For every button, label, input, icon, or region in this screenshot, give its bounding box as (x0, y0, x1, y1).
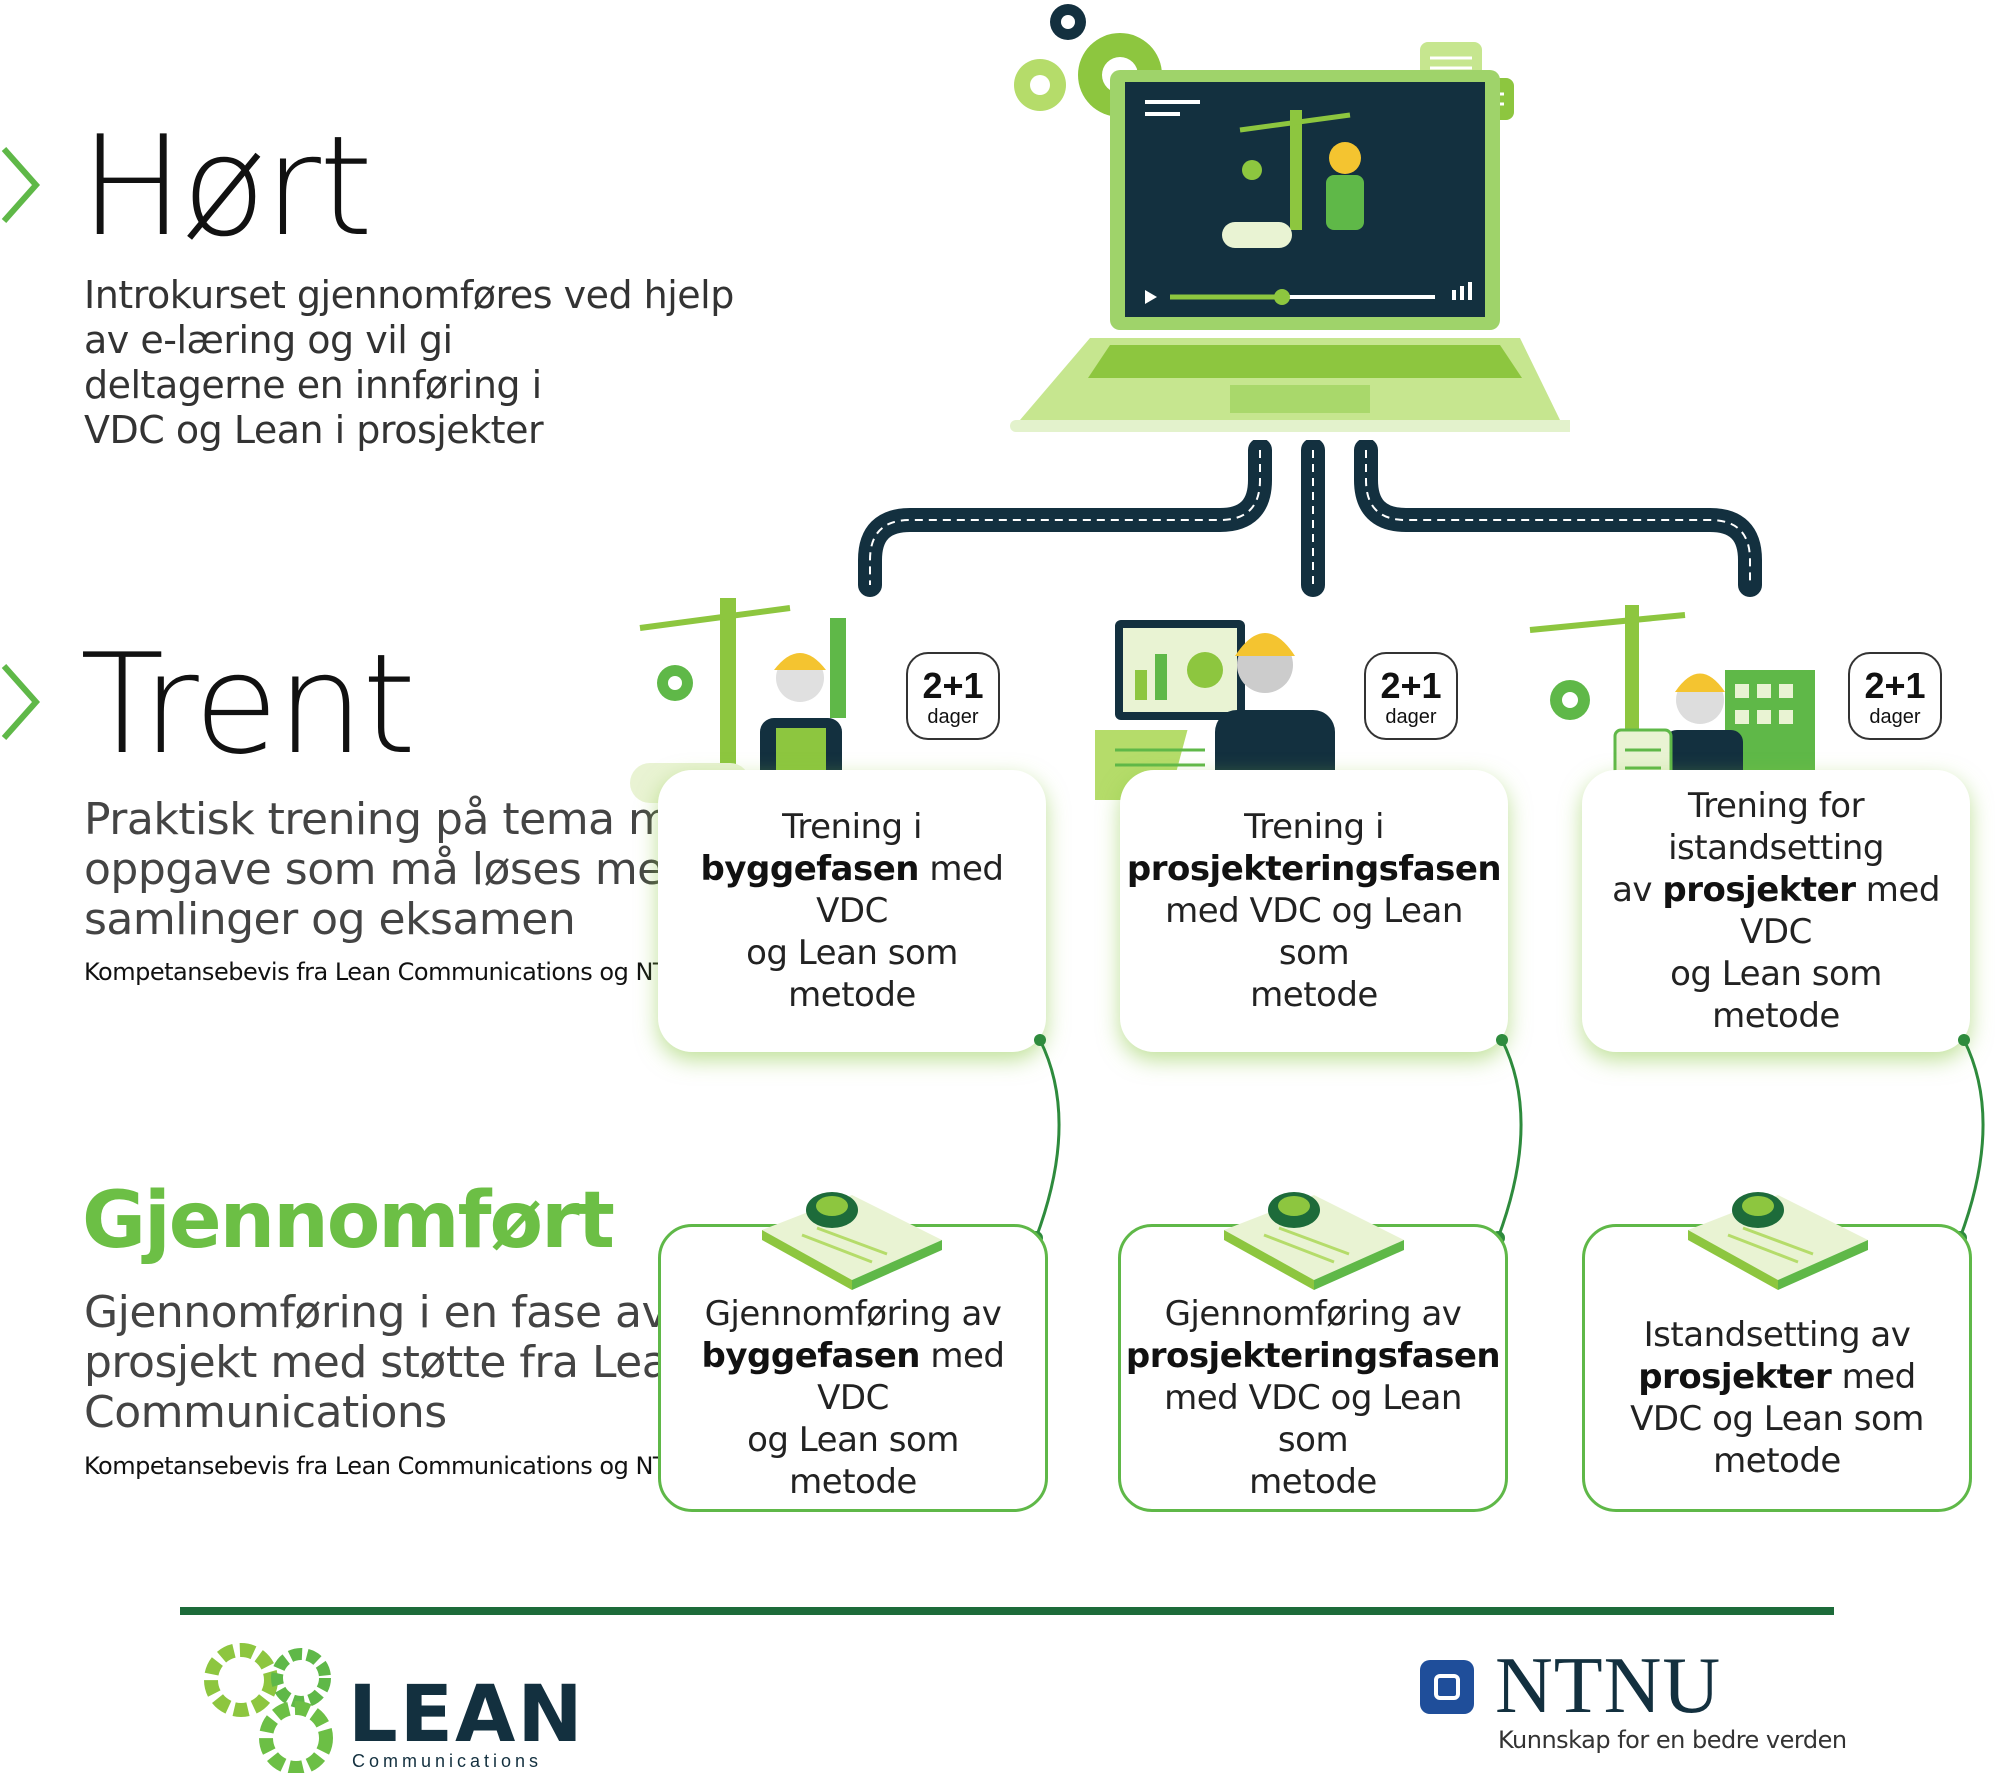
card-line: med VDC og Lean som (1164, 1378, 1462, 1460)
card-line: Trening i (782, 807, 922, 847)
card-line: og Lean som metode (1670, 954, 1882, 1036)
duration-number: 2+1 (1380, 665, 1442, 706)
training-card-prosjekteringsfasen: Trening i prosjekteringsfasen med VDC og… (1120, 770, 1508, 1052)
trent-desc-line: Praktisk trening på tema med (84, 794, 725, 845)
footer-divider (180, 1607, 1834, 1615)
hort-desc-line: VDC og Lean i prosjekter (84, 408, 544, 452)
chevron-right-icon (1, 147, 40, 223)
card-line: Istandsetting av (1643, 1315, 1911, 1355)
hort-desc-line: deltagerne en innføring i (84, 363, 542, 407)
certificate-icon (1688, 1192, 1868, 1290)
card-bold: prosjekteringsfasen (1126, 849, 1502, 889)
card-line: byggefasen med VDC (678, 848, 1026, 932)
lean-logo-wordmark: LEAN (348, 1670, 585, 1760)
completion-card-byggefasen: Gjennomføring av byggefasen med VDC og L… (658, 1224, 1048, 1512)
ntnu-wordmark: NTNU (1495, 1642, 1722, 1730)
trent-description: Praktisk trening på tema med oppgave som… (84, 795, 756, 945)
card-line: VDC og Lean som metode (1630, 1399, 1924, 1481)
gjennomfort-desc-line: Gjennomføring i en fase av et (84, 1287, 724, 1338)
duration-unit: dager (1385, 706, 1437, 728)
card-bold: prosjekter (1662, 870, 1856, 910)
card-text-span: med (1831, 1357, 1917, 1397)
duration-unit: dager (1869, 706, 1921, 728)
card-text-span: med VDC (816, 849, 1004, 931)
duration-number: 2+1 (922, 665, 984, 706)
gjennomfort-desc-line: Communications (84, 1387, 447, 1438)
chevron-right-icon (1, 664, 40, 740)
certificate-icon (1224, 1192, 1404, 1290)
duration-unit: dager (927, 706, 979, 728)
card-line: og Lean som metode (747, 1420, 959, 1502)
road-connectors (858, 440, 1762, 597)
gjennomfort-description: Gjennomføring i en fase av et prosjekt m… (84, 1288, 724, 1438)
card-line: metode (1250, 975, 1378, 1015)
card-line: prosjekter med (1605, 1356, 1949, 1398)
lean-logo-icon (204, 1643, 333, 1773)
trent-title: Trent (80, 624, 416, 785)
card-line: med VDC og Lean som (1165, 891, 1463, 973)
trent-note: Kompetansebevis fra Lean Communications … (84, 958, 702, 986)
card-line: prosjekteringsfasen (1126, 848, 1502, 890)
duration-badge: 2+1 dager (906, 652, 1000, 740)
card-text-span: med VDC (817, 1336, 1005, 1418)
gjennomfort-title: Gjennomført (82, 1176, 615, 1266)
card-line: Trening for istandsetting (1668, 786, 1884, 868)
card-text-span: med VDC (1740, 870, 1940, 952)
laptop-elearning-illustration (1010, 4, 1570, 432)
training-card-byggefasen: Trening i byggefasen med VDC og Lean som… (658, 770, 1046, 1052)
card-line: Gjennomføring av (1164, 1294, 1462, 1334)
certificate-icon (762, 1192, 942, 1290)
card-line: byggefasen med VDC (681, 1335, 1025, 1419)
ntnu-tagline: Kunnskap for en bedre verden (1498, 1726, 1847, 1754)
card-line: metode (1249, 1462, 1377, 1502)
card-line: Trening i (1244, 807, 1384, 847)
lean-logo-subtitle: Communications (352, 1751, 543, 1771)
duration-number: 2+1 (1864, 665, 1926, 706)
card-text-span: av (1612, 870, 1663, 910)
duration-badge: 2+1 dager (1364, 652, 1458, 740)
card-line: Gjennomføring av (704, 1294, 1002, 1334)
card-line: av prosjekter med VDC (1602, 869, 1950, 953)
gjennomfort-note: Kompetansebevis fra Lean Communications … (84, 1452, 702, 1480)
hort-title: Hørt (80, 106, 373, 267)
hort-description: Introkurset gjennomføres ved hjelp av e-… (84, 273, 734, 453)
training-card-prosjekter: Trening for istandsetting av prosjekter … (1582, 770, 1970, 1052)
card-bold: byggefasen (701, 1336, 921, 1376)
card-bold: prosjekter (1638, 1357, 1832, 1397)
ntnu-logo-icon (1420, 1660, 1474, 1714)
card-bold: prosjekteringsfasen (1125, 1336, 1501, 1376)
trent-desc-line: oppgave som må løses mellom (84, 844, 756, 895)
card-bold: byggefasen (700, 849, 920, 889)
card-line: og Lean som metode (746, 933, 958, 1015)
gjennomfort-desc-line: prosjekt med støtte fra Lean (84, 1337, 696, 1388)
hort-desc-line: av e-læring og vil gi (84, 318, 453, 362)
duration-badge: 2+1 dager (1848, 652, 1942, 740)
card-line: prosjekteringsfasen (1125, 1335, 1501, 1377)
trent-desc-line: samlinger og eksamen (84, 894, 576, 945)
hort-desc-line: Introkurset gjennomføres ved hjelp (84, 273, 734, 317)
